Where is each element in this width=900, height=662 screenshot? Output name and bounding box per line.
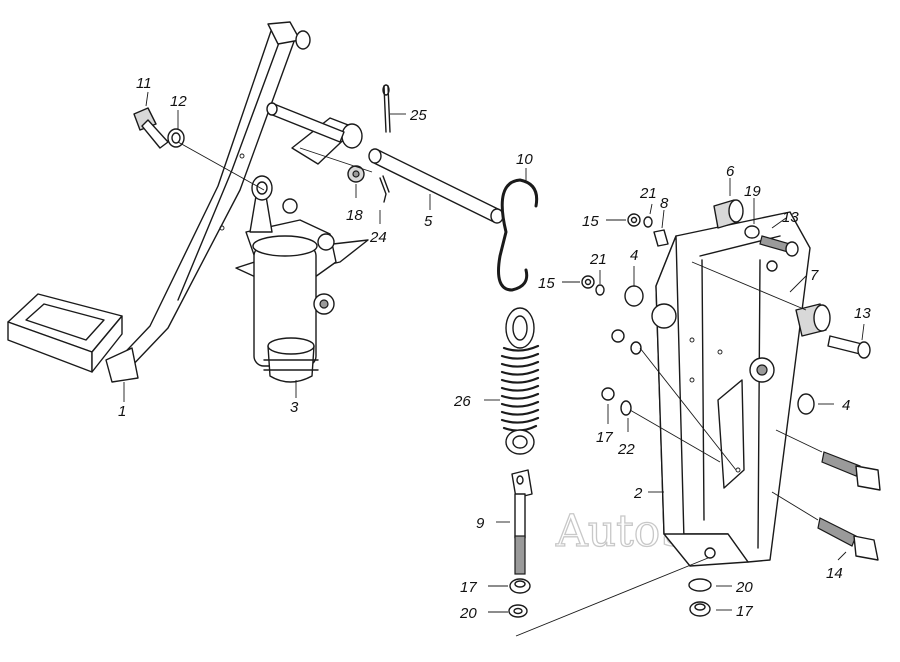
callout-2: 2 <box>633 485 643 502</box>
part-bolt-11 <box>133 107 169 149</box>
callout-20-right: 20 <box>735 579 753 596</box>
callout-17-mid: 17 <box>596 429 613 446</box>
callout-18: 18 <box>346 207 363 224</box>
part-washer-4-right <box>797 393 815 415</box>
callout-22: 22 <box>617 441 635 458</box>
callout-4-right: 4 <box>842 397 850 414</box>
callout-19: 19 <box>744 183 761 200</box>
leader-lines <box>123 91 865 613</box>
callout-8: 8 <box>660 195 669 212</box>
part-bolt-13-lower <box>827 335 871 359</box>
callout-17-right: 17 <box>736 603 753 620</box>
callout-21-lower: 21 <box>589 251 607 268</box>
callout-5: 5 <box>424 213 433 230</box>
callout-17-left: 17 <box>460 579 477 596</box>
part-bracket <box>651 211 811 567</box>
callout-12: 12 <box>170 93 187 110</box>
part-pin-8 <box>653 229 669 247</box>
callout-6: 6 <box>726 163 735 180</box>
part-bolt-14-upper <box>821 451 881 491</box>
part-washer-4-left <box>624 285 644 307</box>
callout-7: 7 <box>810 267 819 284</box>
assembly-lines <box>177 141 823 637</box>
part-nut-17-right <box>689 601 711 617</box>
callout-10: 10 <box>516 151 533 168</box>
part-bushing-12 <box>167 128 185 148</box>
callout-13-lower: 13 <box>854 305 871 322</box>
callout-20-left: 20 <box>459 605 477 622</box>
part-hook <box>497 178 539 292</box>
callout-11: 11 <box>136 75 152 92</box>
part-nut-15-lower <box>581 275 595 289</box>
part-washer-22-mid <box>630 341 642 355</box>
part-washer-19 <box>744 225 760 239</box>
part-bushing-6 <box>713 199 744 229</box>
part-cotter-pin-25 <box>382 84 391 133</box>
callout-4-left: 4 <box>630 247 638 264</box>
part-washer-22 <box>620 400 632 416</box>
callout-3: 3 <box>290 399 299 416</box>
part-bushing-7 <box>795 303 831 337</box>
callout-13-upper: 13 <box>782 209 799 226</box>
part-nut-18 <box>347 165 365 183</box>
callout-1: 1 <box>118 403 126 420</box>
part-nut-15-upper <box>627 213 641 227</box>
callout-26: 26 <box>453 393 471 410</box>
callout-14: 14 <box>826 565 843 582</box>
callout-15-upper: 15 <box>582 213 599 230</box>
part-washer-20-right <box>688 578 712 592</box>
part-shaft <box>266 102 504 224</box>
callout-24: 24 <box>369 229 387 246</box>
part-nut-17-left <box>601 387 615 401</box>
callout-21-upper: 21 <box>639 185 657 202</box>
part-bolt-14-lower <box>817 517 879 561</box>
callout-15-lower: 15 <box>538 275 555 292</box>
callout-labels: 1 3 5 25 11 12 18 24 10 26 9 17 20 2 15 … <box>118 75 871 622</box>
part-spring <box>500 307 540 455</box>
part-washer-21-lower <box>595 284 605 296</box>
callout-25: 25 <box>409 107 427 124</box>
part-eye-bolt <box>511 469 533 575</box>
part-washer-20-left <box>508 604 528 618</box>
callout-9: 9 <box>476 515 485 532</box>
part-nut-17-left <box>509 578 531 594</box>
part-master-cylinder <box>235 175 369 383</box>
part-nut-17-mid <box>611 329 625 343</box>
part-washer-21-upper <box>643 216 653 228</box>
part-pedal-lever <box>7 21 311 383</box>
part-bolt-13-upper <box>759 235 799 257</box>
part-cotter-pin-24 <box>379 175 390 203</box>
